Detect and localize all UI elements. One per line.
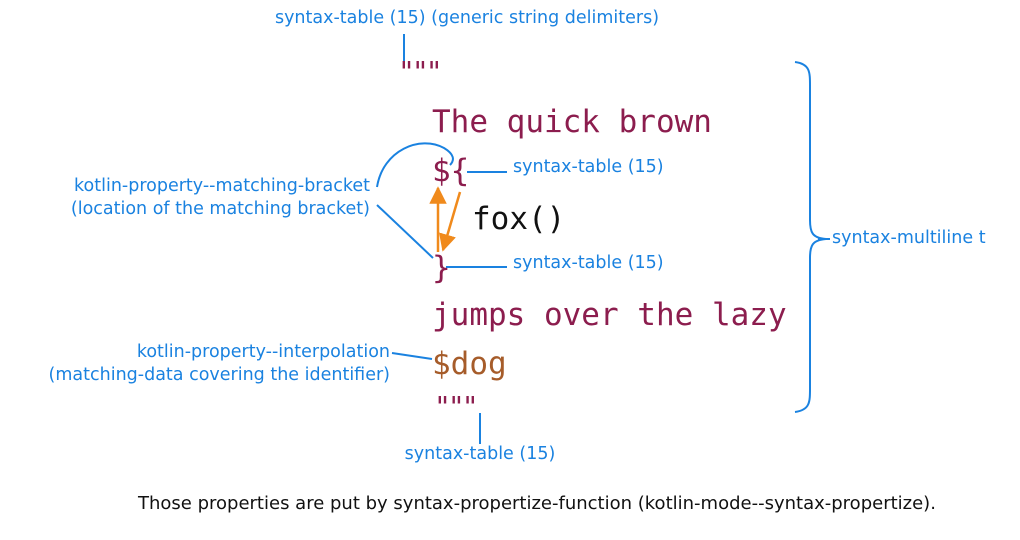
open-triple-quotes: """ [398, 55, 443, 88]
label-matching-bracket-detail: (location of the matching bracket) [70, 199, 370, 219]
close-triple-quotes: """ [434, 390, 479, 423]
connector-matching-bracket-curve [376, 142, 454, 188]
string-line-1: The quick brown [432, 104, 712, 140]
label-syntax-multiline: syntax-multiline t [832, 228, 986, 248]
string-line-2: jumps over the lazy [432, 297, 787, 333]
label-interpolation-title: kotlin-property--interpolation [136, 342, 390, 362]
label-close-brace-syntax-table: syntax-table (15) [513, 253, 664, 273]
connector-interpolation [391, 352, 433, 360]
arrow-open-to-close [439, 191, 462, 252]
interpolated-identifier: $dog [432, 346, 507, 382]
interpolation-close: } [432, 250, 451, 286]
label-interpolation-detail: (matching-data covering the identifier) [48, 365, 390, 385]
label-closing-quotes-syntax-table: syntax-table (15) [404, 444, 556, 464]
connector-matching-bracket-line [376, 204, 434, 259]
footnote: Those properties are put by syntax-prope… [138, 493, 936, 514]
interpolated-expression: fox() [472, 201, 566, 237]
multiline-brace [794, 61, 827, 413]
label-generic-string-delimiters: syntax-table (15) (generic string delimi… [274, 8, 660, 28]
interpolation-open: ${ [432, 153, 470, 189]
label-open-brace-syntax-table: syntax-table (15) [513, 157, 664, 177]
label-matching-bracket-title: kotlin-property--matching-bracket [74, 176, 370, 196]
